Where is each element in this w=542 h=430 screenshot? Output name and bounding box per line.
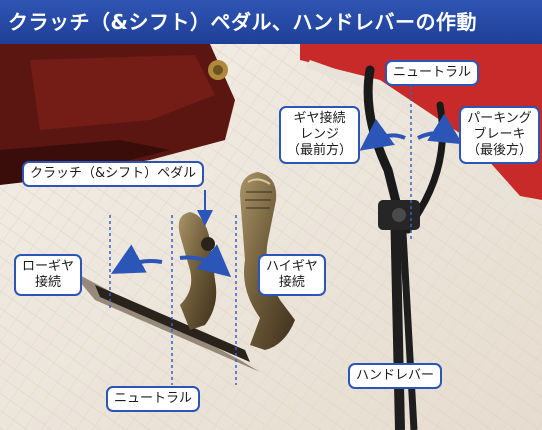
hand-lever-shaft [390,204,405,430]
lever-back-arrow [417,113,463,145]
neutral-bottom-label: ニュートラル [106,386,201,412]
mechanism-photo [0,44,542,430]
clutch-pedal-label: クラッチ（&シフト）ペダル [22,161,205,187]
high-gear-label: ハイギヤ 接続 [258,254,326,296]
low-gear-arrow [110,244,163,274]
gear-engage-range-label: ギヤ接続 レンジ （最前方） [279,106,361,164]
low-gear-label: ローギヤ 接続 [14,254,83,296]
hand-lever-label: ハンドレバー [348,363,443,389]
high-gear-arrow [179,244,232,278]
page-title: クラッチ（&シフト）ペダル、ハンドレバーの作動 [0,0,542,44]
parking-brake-label: パーキング ブレーキ （最後方） [459,106,541,164]
shift-pedal [240,172,295,350]
red-trim [300,44,542,200]
neutral-top-label: ニュートラル [385,60,480,86]
lever-forward-arrow [359,118,406,151]
